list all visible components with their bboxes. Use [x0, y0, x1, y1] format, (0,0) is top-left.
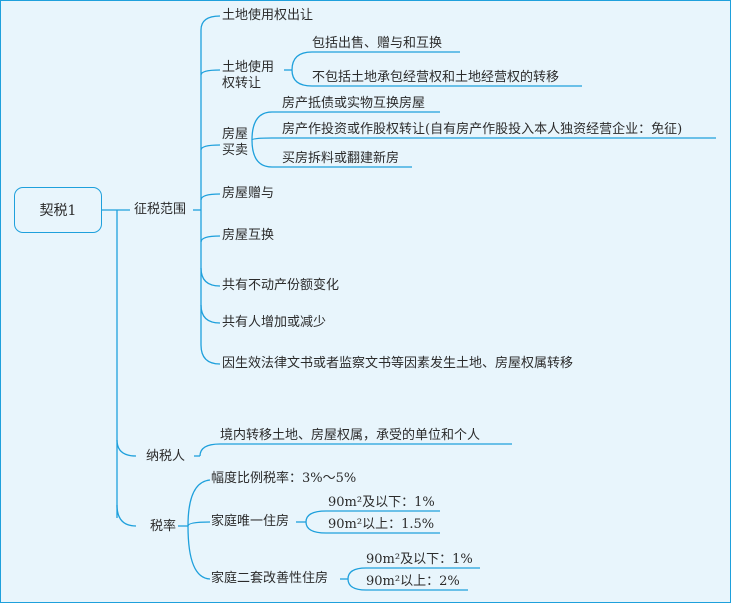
node-house-exchange[interactable]: 房屋互换 [222, 228, 275, 243]
connector-scope-4 [200, 193, 221, 201]
node-taxpayer-desc[interactable]: 境内转移土地、房屋权属，承受的单位和个人 [220, 428, 481, 443]
node-house-sale-line-2: 买卖 [222, 143, 249, 158]
connector-scope-2 [200, 69, 221, 76]
node-land-transfer-line-1: 土地使用 [222, 60, 275, 75]
node-second-home-small[interactable]: 90m²及以下：1% [366, 552, 473, 567]
node-land-transfer[interactable]: 土地使用 权转让 [222, 60, 274, 92]
node-land-transfer-line-2: 权转让 [222, 76, 262, 91]
connector-scope-6 [200, 267, 221, 287]
node-scope[interactable]: 征税范围 [134, 202, 187, 217]
node-rate[interactable]: 税率 [150, 519, 177, 534]
connector-scope-5 [200, 235, 221, 243]
root-node[interactable]: 契税1 [14, 187, 102, 233]
node-only-home-small[interactable]: 90m²及以下：1% [328, 495, 435, 510]
node-debt-or-exchange[interactable]: 房产抵债或实物互换房屋 [282, 96, 426, 111]
node-excludes-contract-rights[interactable]: 不包括土地承包经营权和土地经营权的转移 [312, 70, 560, 85]
node-rate-range[interactable]: 幅度比例税率：3%～5% [211, 471, 357, 486]
connector-scope-8 [200, 344, 221, 365]
node-second-home-large[interactable]: 90m²以上：2% [366, 574, 460, 589]
node-legal-doc-transfer[interactable]: 因生效法律文书或者监察文书等因素发生土地、房屋权属转移 [222, 356, 574, 371]
node-owner-change[interactable]: 共有人增加或减少 [222, 315, 327, 330]
node-house-sale-line-1: 房屋 [222, 127, 249, 142]
connector-scope-3 [200, 144, 221, 151]
node-investment-equity[interactable]: 房产作投资或作股权转让(自有房产作股投入本人独资经营企业：免征) [282, 122, 683, 137]
node-includes-sale-gift-exchange[interactable]: 包括出售、赠与和互换 [312, 36, 443, 51]
connector-taxpayer [116, 439, 137, 457]
node-only-home-large[interactable]: 90m²以上：1.5% [328, 517, 435, 532]
node-house-sale[interactable]: 房屋 买卖 [222, 127, 248, 159]
node-second-home[interactable]: 家庭二套改善性住房 [211, 571, 329, 586]
connector-scope-1 [200, 15, 221, 31]
node-house-gift[interactable]: 房屋赠与 [222, 186, 275, 201]
node-demolish-rebuild[interactable]: 买房拆料或翻建新房 [282, 151, 400, 166]
node-taxpayer[interactable]: 纳税人 [146, 449, 186, 464]
connector-rate [116, 504, 137, 527]
root-label: 契税1 [39, 203, 77, 219]
node-land-grant[interactable]: 土地使用权出让 [222, 8, 314, 23]
node-share-change[interactable]: 共有不动产份额变化 [222, 278, 340, 293]
connector-scope-7 [200, 304, 221, 324]
node-only-home[interactable]: 家庭唯一住房 [211, 514, 290, 529]
